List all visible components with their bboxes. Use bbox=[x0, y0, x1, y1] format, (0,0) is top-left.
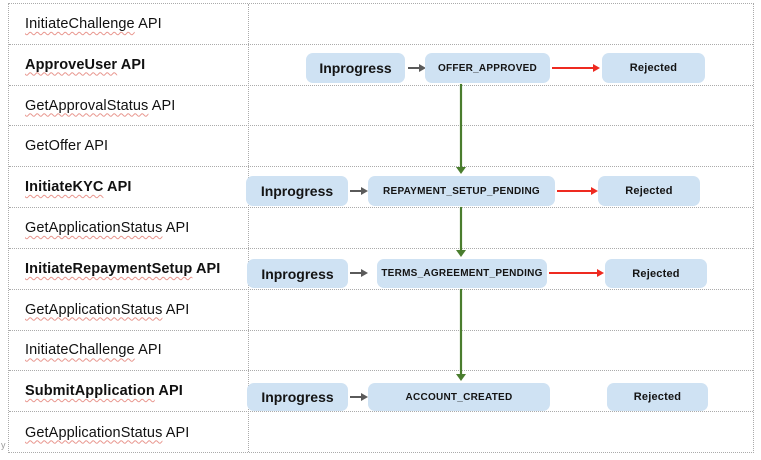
api-label: GetApplicationStatus API bbox=[25, 301, 190, 318]
arrow-right-icon bbox=[350, 393, 368, 401]
table-row-getapplicationstatus-3[interactable]: GetApplicationStatus API bbox=[9, 412, 753, 453]
state-box-rejected-b[interactable]: Rejected bbox=[598, 176, 700, 206]
table-row-initiatechallenge-2[interactable]: InitiateChallenge API bbox=[9, 331, 753, 372]
api-label: InitiateRepaymentSetup API bbox=[25, 260, 221, 277]
state-box-rejected-c[interactable]: Rejected bbox=[605, 259, 707, 288]
table-row-getapplicationstatus-2[interactable]: GetApplicationStatus API bbox=[9, 290, 753, 331]
table-row-submitapplication[interactable]: SubmitApplication API bbox=[9, 371, 753, 413]
arrow-right-icon bbox=[408, 64, 426, 72]
state-box-offer-approved[interactable]: OFFER_APPROVED bbox=[425, 53, 550, 83]
api-label: InitiateKYC API bbox=[25, 179, 132, 196]
reject-arrow-right-icon bbox=[552, 64, 600, 72]
api-flow-table: InitiateChallenge API ApproveUser API Ge… bbox=[8, 3, 754, 453]
state-box-repayment-setup-pending[interactable]: REPAYMENT_SETUP_PENDING bbox=[368, 176, 555, 206]
state-box-inprogress-c[interactable]: Inprogress bbox=[247, 259, 348, 288]
arrow-right-icon bbox=[350, 187, 368, 195]
arrow-down-icon bbox=[456, 289, 466, 381]
state-box-inprogress-d[interactable]: Inprogress bbox=[247, 383, 348, 411]
table-row-initiaterepaymentsetup[interactable]: InitiateRepaymentSetup API bbox=[9, 249, 753, 290]
table-row-initiatechallenge-1[interactable]: InitiateChallenge API bbox=[9, 4, 753, 45]
reject-arrow-right-icon bbox=[549, 269, 604, 277]
api-label: GetApprovalStatus API bbox=[25, 97, 176, 114]
table-row-approveuser[interactable]: ApproveUser API bbox=[9, 45, 753, 86]
api-label: SubmitApplication API bbox=[25, 383, 183, 400]
api-label: InitiateChallenge API bbox=[25, 15, 162, 32]
state-box-rejected-a[interactable]: Rejected bbox=[602, 53, 705, 83]
reject-arrow-right-icon bbox=[557, 187, 598, 195]
api-label: InitiateChallenge API bbox=[25, 342, 162, 359]
arrow-right-icon bbox=[350, 269, 368, 277]
arrow-down-icon bbox=[456, 84, 466, 174]
api-label: GetApplicationStatus API bbox=[25, 424, 190, 441]
state-box-inprogress-b[interactable]: Inprogress bbox=[246, 176, 348, 206]
state-box-terms-agreement-pending[interactable]: TERMS_AGREEMENT_PENDING bbox=[377, 259, 547, 288]
state-box-rejected-d[interactable]: Rejected bbox=[607, 383, 708, 411]
state-box-inprogress-a[interactable]: Inprogress bbox=[306, 53, 405, 83]
api-label: GetOffer API bbox=[25, 138, 109, 155]
column-divider bbox=[248, 4, 249, 452]
arrow-down-icon bbox=[456, 207, 466, 257]
api-label: ApproveUser API bbox=[25, 56, 146, 73]
table-row-getoffer[interactable]: GetOffer API bbox=[9, 126, 753, 168]
state-box-account-created[interactable]: ACCOUNT_CREATED bbox=[368, 383, 550, 411]
stray-text: y bbox=[1, 440, 6, 450]
table-row-initiatekyc[interactable]: InitiateKYC API bbox=[9, 167, 753, 209]
api-label: GetApplicationStatus API bbox=[25, 219, 190, 236]
table-row-getapprovalstatus[interactable]: GetApprovalStatus API bbox=[9, 86, 753, 127]
table-row-getapplicationstatus-1[interactable]: GetApplicationStatus API bbox=[9, 208, 753, 249]
